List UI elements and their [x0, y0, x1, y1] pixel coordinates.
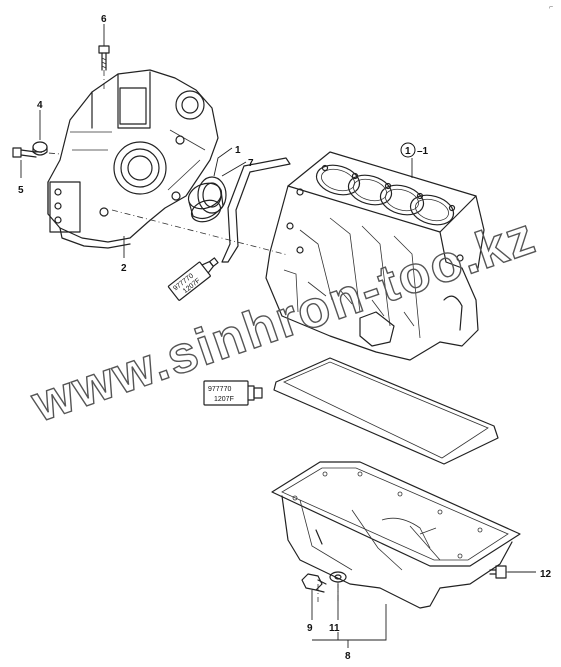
housing-gasket [221, 157, 291, 263]
callout-2: 2 [121, 263, 127, 274]
drain-plug-part-9 [301, 573, 327, 593]
callout-4: 4 [37, 100, 43, 111]
callout-7: 7 [248, 158, 254, 169]
callout-5: 5 [18, 185, 24, 196]
oil-pan [271, 461, 521, 609]
callout-1-1: 1 –1 [400, 142, 429, 158]
tube-2-spec: 1207F [214, 396, 234, 403]
callout-9: 9 [307, 623, 313, 634]
sealant-tube-1: 977770 1207F [167, 257, 219, 301]
leader-lines [20, 24, 536, 648]
callout-1: 1 [235, 145, 241, 156]
callout-1-1-suffix: –1 [417, 146, 429, 157]
callout-1-1-number: 1 [405, 146, 411, 157]
tube-2-code: 977770 [208, 386, 231, 393]
plug-part-12 [489, 565, 507, 579]
oil-pan-gasket [273, 357, 499, 465]
flywheel-housing [47, 69, 219, 249]
cylinder-block [265, 151, 485, 361]
corner-mark: ⌐ [549, 4, 553, 11]
washer-part-11 [329, 571, 347, 583]
bolt-part-5 [12, 147, 37, 158]
sealant-tube-2: 977770 1207F [203, 380, 263, 406]
callout-8: 8 [345, 651, 351, 662]
callout-6: 6 [101, 14, 107, 25]
bolt-part-6 [98, 45, 110, 71]
plug-part-4 [32, 141, 48, 156]
callout-12: 12 [540, 569, 552, 580]
seal-ring-part-7 [187, 182, 224, 223]
callout-11: 11 [329, 623, 340, 634]
